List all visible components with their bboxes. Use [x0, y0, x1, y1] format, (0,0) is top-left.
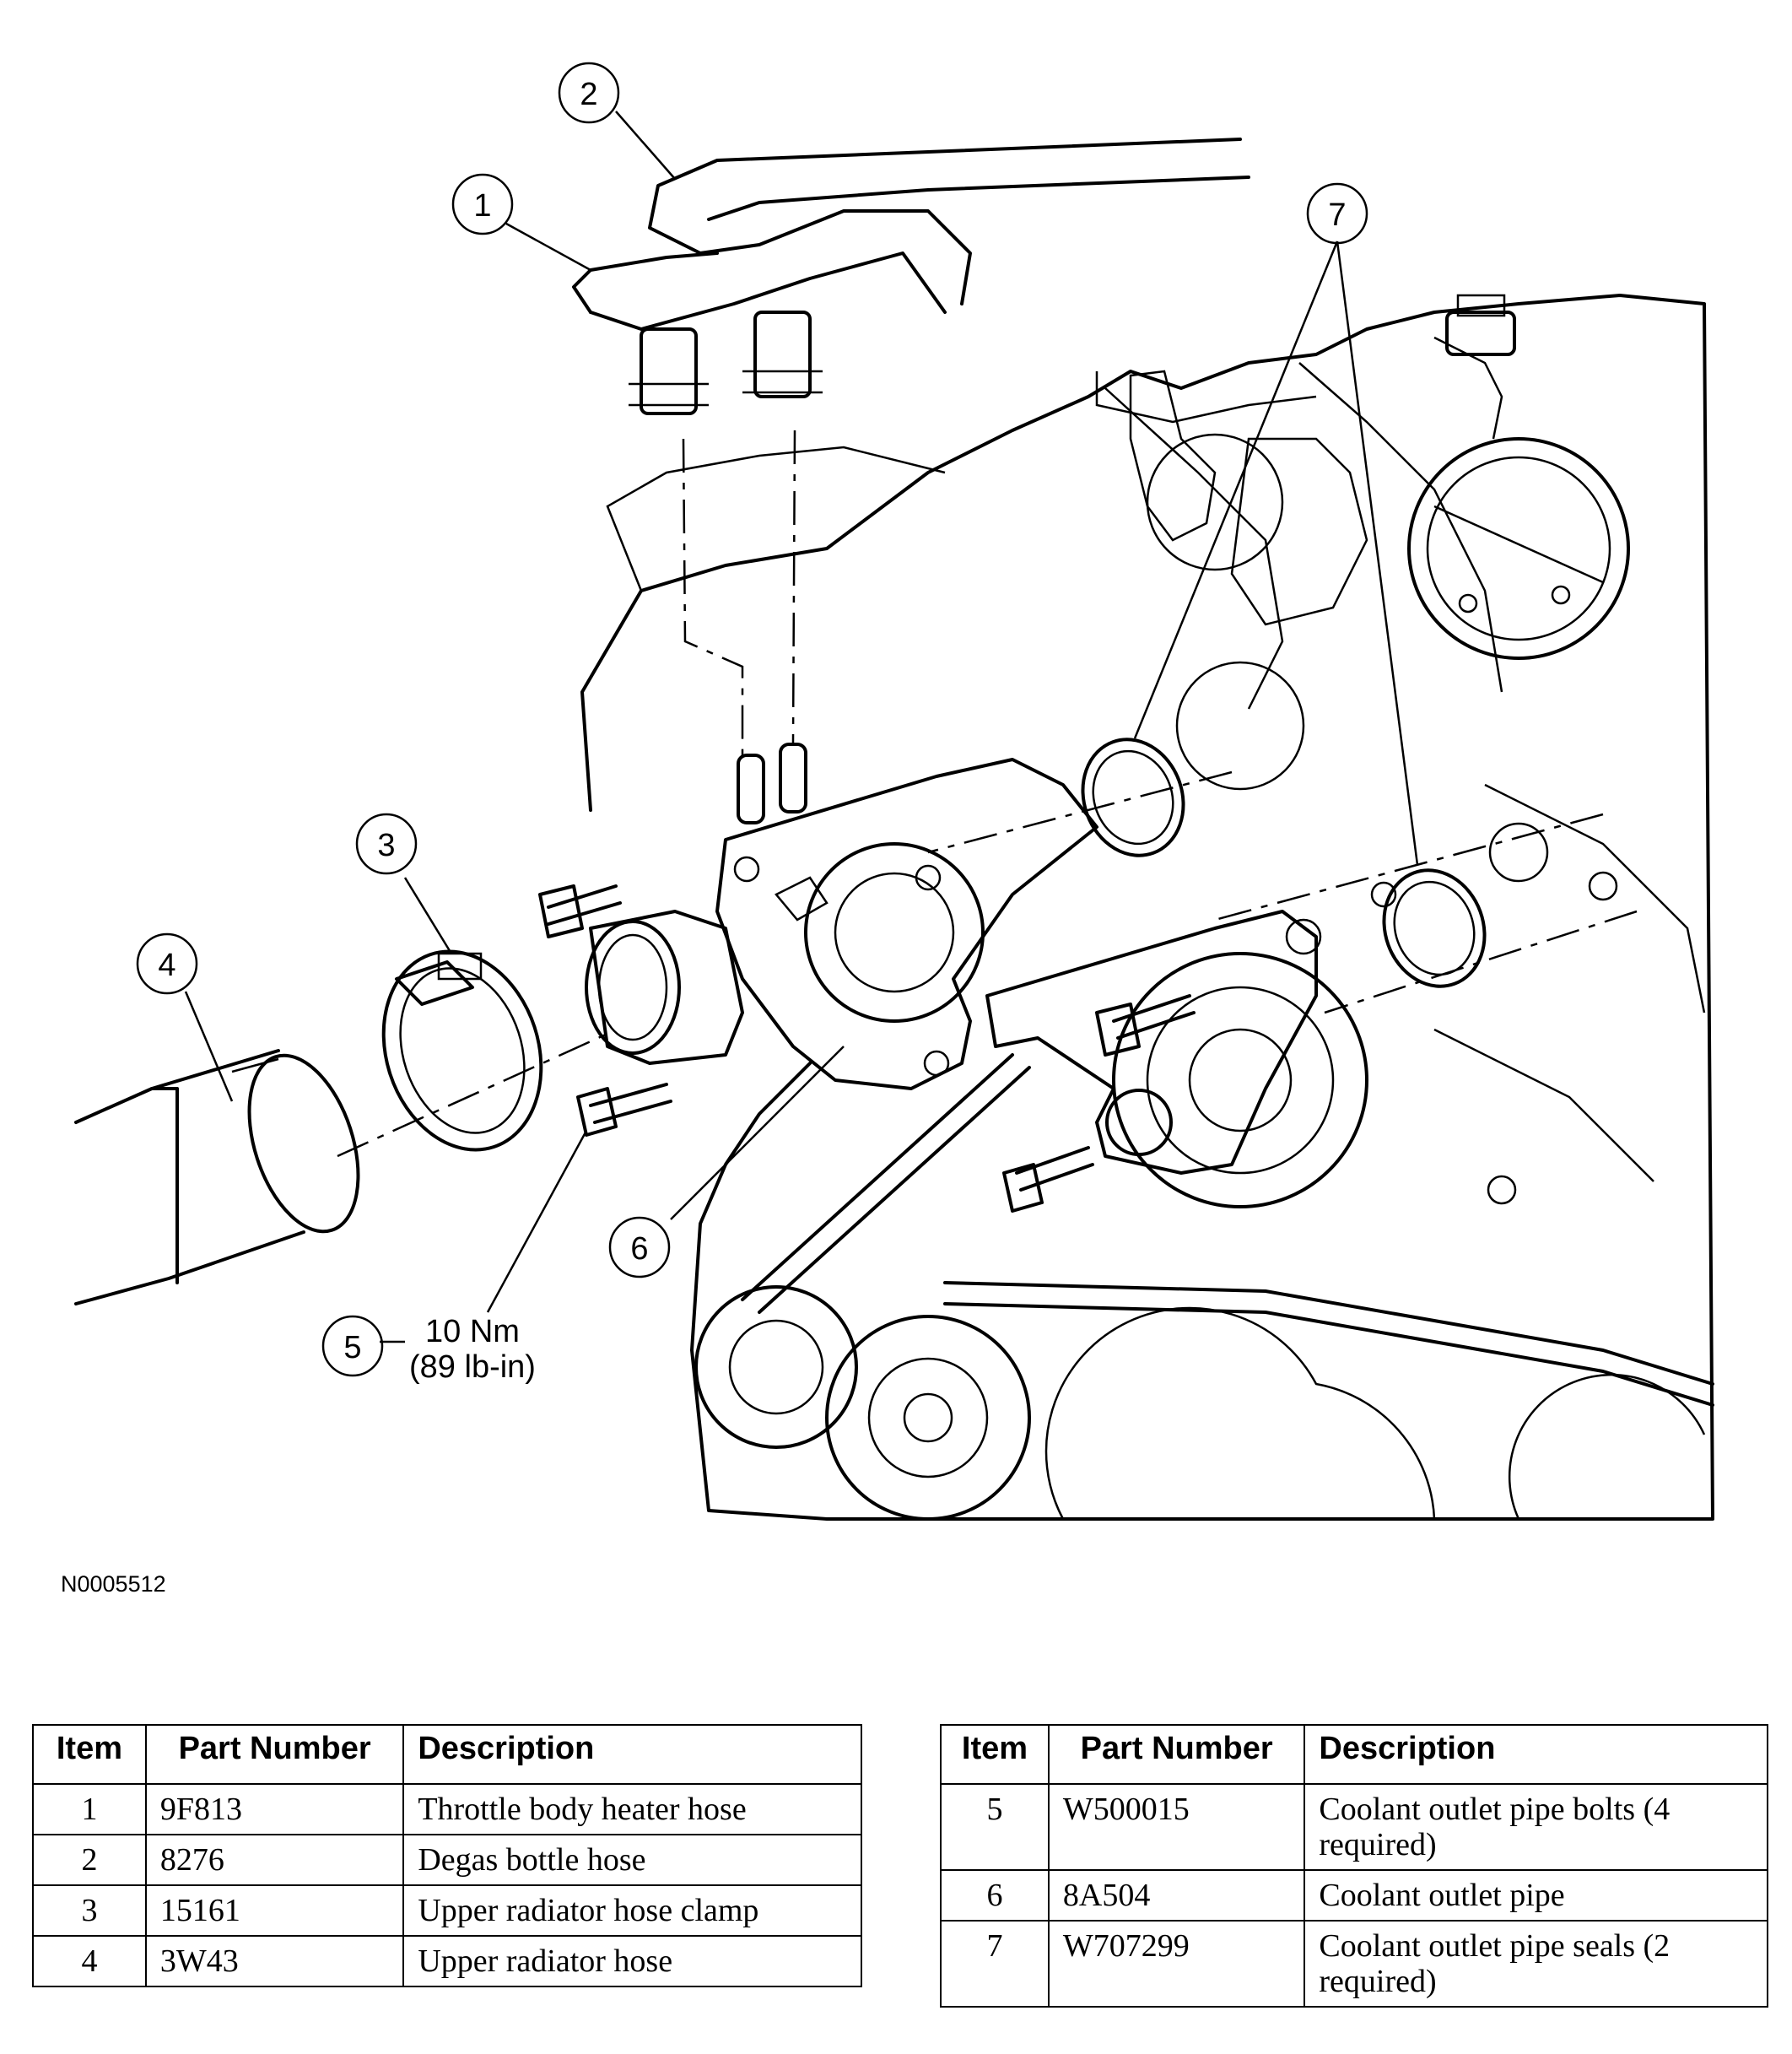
description-cell: Degas bottle hose: [402, 1834, 862, 1886]
description-cell: Upper radiator hose: [402, 1935, 862, 1987]
exploded-view-diagram: 1 2 3 4 5 6 7 10 Nm (89 lb-in): [74, 62, 1714, 1521]
heater-hoses: [572, 138, 1250, 415]
callout-7-label: 7: [1328, 197, 1346, 233]
table-row: 6 8A504 Coolant outlet pipe: [940, 1869, 1768, 1922]
torque-spec: 10 Nm (89 lb-in): [409, 1314, 536, 1385]
callout-3-label: 3: [377, 828, 395, 863]
callout-1-label: 1: [473, 188, 491, 224]
callout-5: 5: [321, 1315, 384, 1377]
table-row: 4 3W43 Upper radiator hose: [32, 1935, 862, 1987]
table-row: 3 15161 Upper radiator hose clamp: [32, 1884, 862, 1937]
part-number-cell: W500015: [1047, 1783, 1306, 1871]
callout-2-label: 2: [580, 77, 597, 112]
item-cell: 3: [32, 1884, 147, 1937]
leader-lines: [184, 111, 1419, 1343]
callout-4: 4: [136, 932, 198, 995]
table-header-row: Item Part Number Description: [940, 1724, 1768, 1785]
header-item: Item: [940, 1724, 1050, 1785]
upper-radiator-hose: [74, 1049, 360, 1305]
item-cell: 4: [32, 1935, 147, 1987]
part-number-cell: W707299: [1047, 1920, 1306, 2008]
part-number-cell: 3W43: [144, 1935, 405, 1987]
description-cell: Coolant outlet pipe: [1304, 1869, 1768, 1922]
parts-table-right: Item Part Number Description 5 W500015 C…: [940, 1724, 1768, 2008]
header-part-number: Part Number: [144, 1724, 405, 1785]
callout-5-label: 5: [343, 1330, 361, 1365]
callout-3: 3: [355, 813, 418, 875]
part-number-cell: 15161: [144, 1884, 405, 1937]
description-cell: Throttle body heater hose: [402, 1783, 862, 1835]
header-description: Description: [402, 1724, 862, 1785]
table-row: 5 W500015 Coolant outlet pipe bolts (4 r…: [940, 1783, 1768, 1871]
callout-7: 7: [1306, 182, 1368, 245]
item-cell: 5: [940, 1783, 1050, 1871]
callout-1: 1: [451, 173, 514, 235]
part-number-cell: 9F813: [144, 1783, 405, 1835]
table-row: 1 9F813 Throttle body heater hose: [32, 1783, 862, 1835]
item-cell: 7: [940, 1920, 1050, 2008]
parts-table-left: Item Part Number Description 1 9F813 Thr…: [32, 1724, 862, 1987]
header-part-number: Part Number: [1047, 1724, 1306, 1785]
header-description: Description: [1304, 1724, 1768, 1785]
table-row: 2 8276 Degas bottle hose: [32, 1834, 862, 1886]
assembly-alignment-lines: [337, 430, 1638, 1158]
description-cell: Coolant outlet pipe seals (2 required): [1304, 1920, 1768, 2008]
callout-2: 2: [558, 62, 620, 124]
hose-clamp: [381, 949, 543, 1152]
callout-6: 6: [608, 1216, 671, 1278]
item-cell: 1: [32, 1783, 147, 1835]
item-cell: 2: [32, 1834, 147, 1886]
part-number-cell: 8276: [144, 1834, 405, 1886]
part-number-cell: 8A504: [1047, 1869, 1306, 1922]
torque-lbin: (89 lb-in): [409, 1349, 536, 1385]
bolts: [538, 884, 1196, 1213]
table-row: 7 W707299 Coolant outlet pipe seals (2 r…: [940, 1920, 1768, 2008]
header-item: Item: [32, 1724, 147, 1785]
callout-4-label: 4: [158, 948, 175, 983]
callout-6-label: 6: [630, 1231, 648, 1267]
description-cell: Upper radiator hose clamp: [402, 1884, 862, 1937]
coolant-outlet-pipe: [585, 743, 1322, 1175]
description-cell: Coolant outlet pipe bolts (4 required): [1304, 1783, 1768, 1871]
item-cell: 6: [940, 1869, 1050, 1922]
figure-id: N0005512: [61, 1571, 166, 1597]
table-header-row: Item Part Number Description: [32, 1724, 862, 1785]
torque-nm: 10 Nm: [425, 1314, 520, 1349]
engine-assembly: [580, 294, 1714, 1521]
